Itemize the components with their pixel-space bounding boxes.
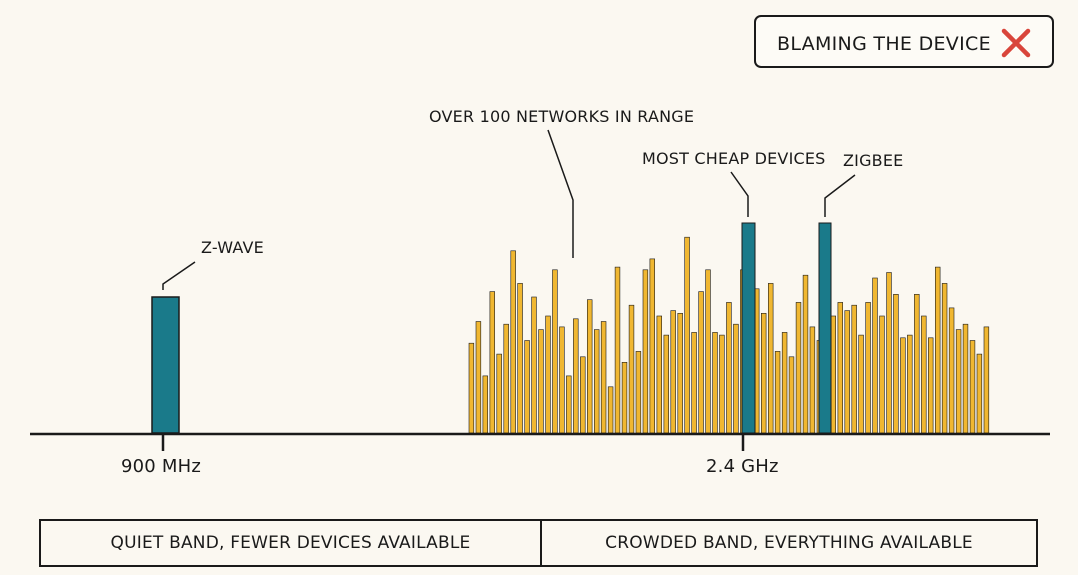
crowd-signal-bar [482,375,488,434]
crowd-signal-bar [649,258,656,434]
crowd-signal-bar [524,340,530,434]
crowd-signal-bar [545,315,551,434]
crowd-signal-bar [698,291,704,434]
verdict-label: BLAMING THE DEVICE [777,33,991,55]
frequency-label-2-4ghz: 2.4 GHz [706,456,779,477]
networks-leader-line [547,129,574,258]
cheap-devices-signal-bar [741,222,756,434]
crowd-signal-bar [496,353,502,434]
crowd-signal-bar [767,283,774,434]
crowd-signal-bar [580,356,586,434]
crowd-signal-bar [830,315,837,434]
crowd-signal-bar [712,332,718,434]
crowd-signal-bar [837,302,844,434]
crowd-signal-bar [489,291,495,434]
crowd-signal-bar [607,386,614,434]
crowd-signal-bar [941,283,948,434]
crowd-signal-bar [733,323,739,434]
crowd-signal-bar [969,340,976,434]
crowd-signal-bar [642,269,649,434]
cheap-devices-label: MOST CHEAP DEVICES [642,149,826,168]
crowd-signal-bar [586,299,593,434]
crowd-signal-bar [684,236,690,434]
crowded-spectrum-bars [468,236,990,434]
crowd-signal-bar [656,315,663,434]
crowd-signal-bar [593,329,600,434]
crowd-signal-bar [788,356,795,434]
crowd-signal-bar [844,310,850,434]
crowd-signal-bar [955,329,962,434]
crowd-signal-bar [503,323,509,434]
crowd-signal-bar [781,332,788,434]
crowd-signal-bar [774,351,781,434]
crowd-signal-bar [705,269,711,434]
crowd-signal-bar [552,269,558,434]
crowd-signal-bar [921,315,927,434]
crowd-signal-bar [670,310,676,434]
crowd-signal-bar [983,326,990,434]
crowd-signal-bar [566,375,572,434]
crowd-signal-bar [865,302,871,434]
zwave-signal-bar [151,296,180,434]
crowd-signal-bar [927,337,934,434]
crowd-signal-bar [893,293,899,434]
networks-label: OVER 100 NETWORKS IN RANGE [429,107,695,126]
crowd-signal-bar [559,326,565,434]
crowd-signal-bar [934,266,941,434]
crowd-signal-bar [510,250,516,434]
crowd-signal-bar [663,334,670,434]
crowd-signal-bar [858,334,864,434]
crowd-signal-bar [691,332,697,434]
cheap-devices-leader-line [730,171,749,217]
crowd-signal-bar [914,293,920,434]
crowd-signal-bar [907,334,913,434]
quiet-band-cell: QUIET BAND, FEWER DEVICES AVAILABLE [41,521,542,565]
zwave-leader-line [162,261,196,290]
crowd-signal-bar [851,304,857,434]
crowd-signal-bar [802,274,809,434]
crowd-signal-bar [872,277,878,434]
crowd-signal-bar [719,334,725,434]
crowd-signal-bar [976,353,983,434]
crowd-signal-bar [614,266,621,434]
crowd-signal-bar [886,272,892,434]
crowd-signal-bar [795,302,802,434]
zigbee-leader-line [824,174,856,217]
frequency-label-900mhz: 900 MHz [121,456,201,477]
crowd-signal-bar [468,342,475,434]
crowd-signal-bar [573,318,579,434]
verdict-badge: BLAMING THE DEVICE [754,15,1054,68]
crowd-signal-bar [517,283,523,434]
crowd-signal-bar [809,326,816,434]
crowd-signal-bar [635,351,642,434]
crowd-signal-bar [677,312,683,434]
zwave-label: Z-WAVE [201,238,264,257]
crowd-signal-bar [879,315,885,434]
crowd-signal-bar [531,296,537,434]
crowd-signal-bar [962,323,969,434]
crowd-signal-bar [628,304,635,434]
zigbee-label: ZIGBEE [843,151,904,170]
crowd-signal-bar [760,312,767,434]
crowd-signal-bar [475,321,482,434]
crowd-signal-bar [726,302,732,434]
band-comparison-table: QUIET BAND, FEWER DEVICES AVAILABLE CROW… [39,519,1038,567]
zigbee-signal-bar [818,222,832,434]
crowd-signal-bar [600,321,607,434]
crowd-signal-bar [621,361,628,434]
cross-icon [1000,27,1032,63]
crowd-signal-bar [900,337,906,434]
crowded-band-cell: CROWDED BAND, EVERYTHING AVAILABLE [605,533,973,553]
crowd-signal-bar [948,307,955,434]
crowd-signal-bar [538,329,544,434]
